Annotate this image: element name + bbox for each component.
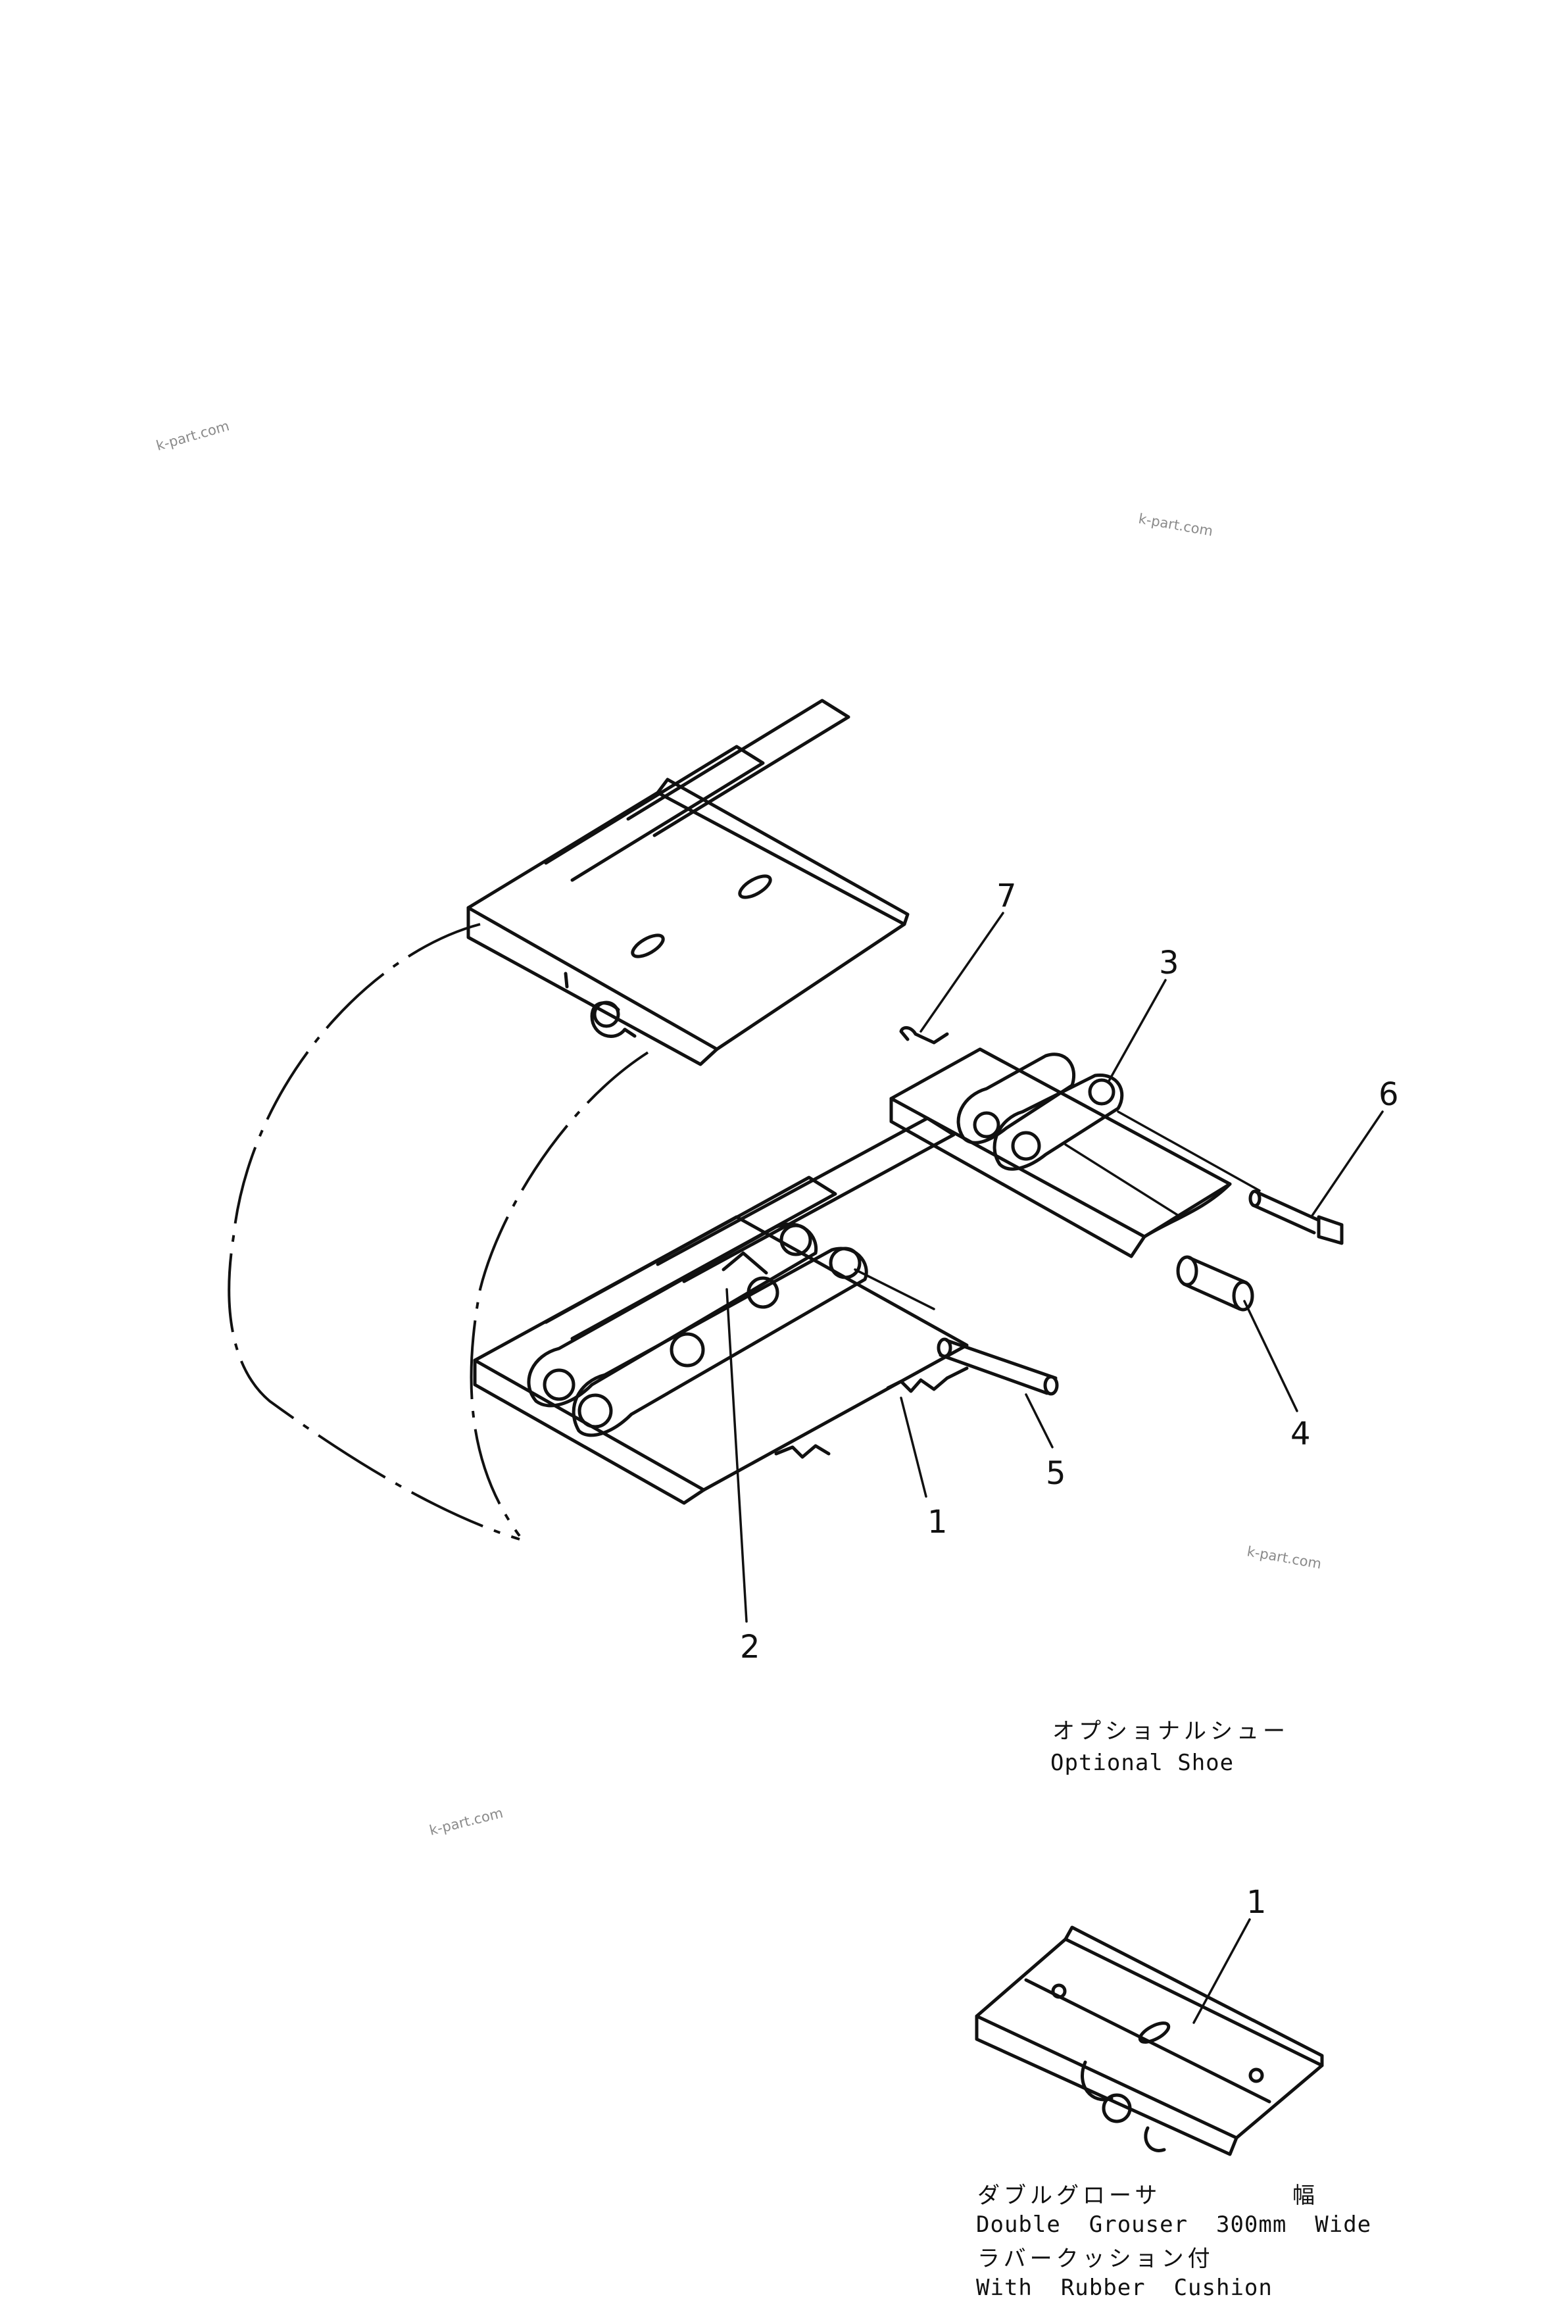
exploded-parts [889,1026,1344,1312]
optional-shoe-label-jp: オプショナルシュー [1052,1718,1289,1744]
rubber-cushion-label-en: With Rubber Cushion [976,2275,1273,2301]
lower-track-section [473,1116,969,1505]
callout-5: 5 [1046,1455,1066,1492]
master-pin [1248,1189,1344,1245]
callout-1-optional: 1 [1246,1884,1267,1921]
watermark: k-part.com [428,1805,504,1839]
leader-lines [725,912,1384,2024]
track-loop-outline [228,923,520,1541]
watermark: k-part.com [1137,510,1214,539]
optional-shoe-label-en: Optional Shoe [1050,1750,1235,1776]
bushing [1176,1255,1254,1312]
callout-2: 2 [740,1629,760,1666]
upper-track-shoe [466,699,910,1066]
double-grouser-label-en: Double Grouser 300mm Wide [976,2212,1372,2238]
watermark: k-part.com [155,418,232,454]
track-loop-inner [470,1051,649,1537]
callout-6: 6 [1379,1076,1399,1113]
watermark: k-part.com [1246,1543,1323,1571]
width-label-jp: 幅 [1292,2183,1315,2209]
callout-7: 7 [996,878,1017,914]
retainer-clip [899,1026,949,1045]
track-assembly [228,699,1059,1541]
rubber-cushion-label-jp: ラバークッション付 [977,2246,1214,2272]
callout-4: 4 [1290,1416,1311,1452]
single-shoe-with-link [889,1047,1261,1258]
callout-1: 1 [927,1504,948,1541]
optional-double-grouser-shoe [975,1925,1324,2156]
track-pin [937,1337,1059,1396]
callout-3: 3 [1159,945,1179,981]
double-grouser-label-jp: ダブルグローサ [977,2183,1162,2209]
